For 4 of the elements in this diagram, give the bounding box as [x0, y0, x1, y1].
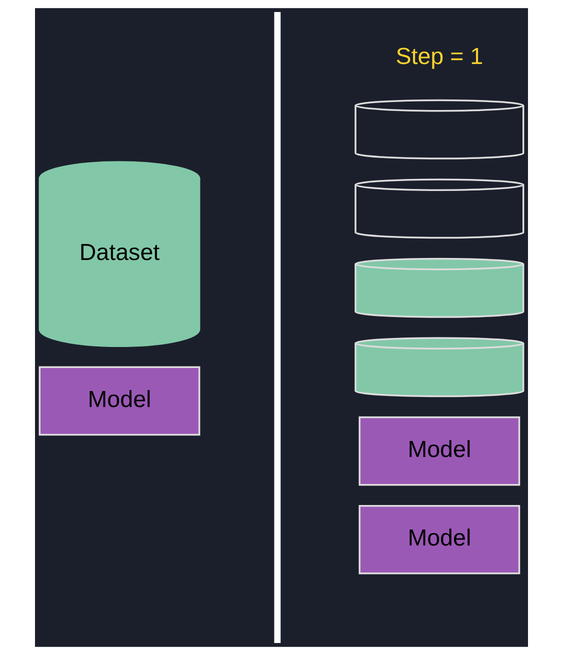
label: Step = 1 — [396, 43, 484, 70]
node-box: Model — [358, 416, 520, 486]
node-box: Model — [38, 366, 200, 436]
node-box: Model — [358, 504, 520, 574]
